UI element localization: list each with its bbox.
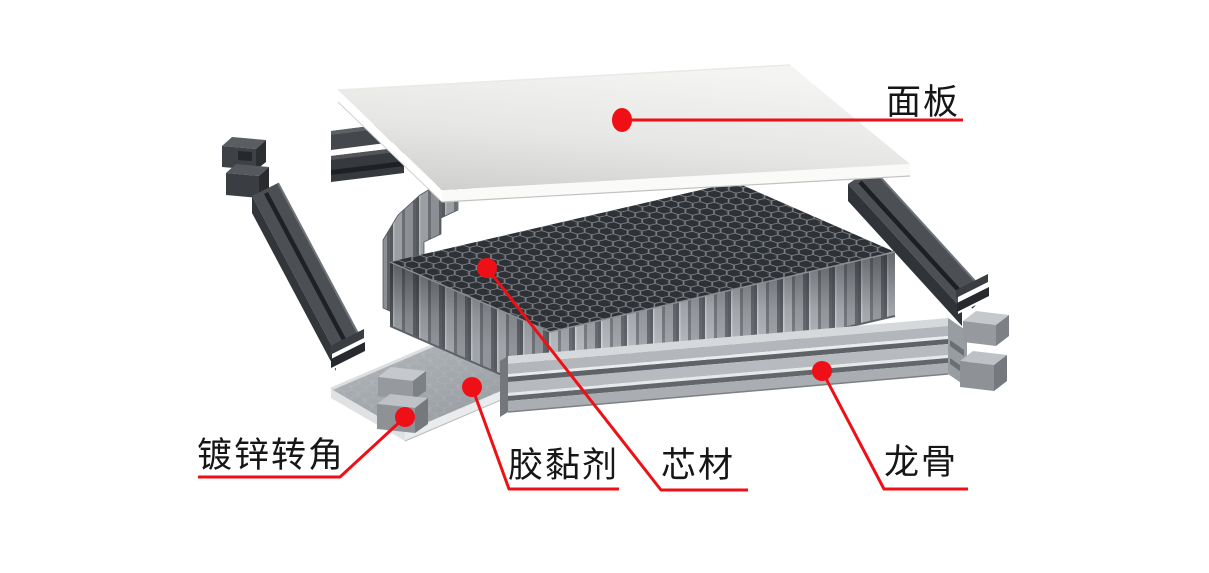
left-keel-rail (252, 182, 368, 371)
callout-dot-adhesive (462, 377, 482, 397)
callout-galvanized-corner (198, 407, 415, 479)
right-keel-rail (848, 167, 990, 326)
callout-keel (812, 361, 968, 491)
corner-bracket-top-left (222, 137, 269, 198)
callout-dot-core (477, 258, 497, 278)
callout-core (477, 258, 748, 492)
callout-adhesive (462, 377, 619, 491)
corner-bracket-right (960, 311, 1009, 391)
label-core-material: 芯材 (661, 446, 736, 485)
callout-panel (612, 108, 963, 132)
front-keel-rail (500, 318, 967, 417)
label-adhesive: 胶黏剂 (508, 446, 620, 485)
label-keel: 龙骨 (884, 443, 959, 482)
callouts (198, 108, 968, 492)
face-panel (337, 64, 911, 203)
callout-dot-corner (395, 407, 415, 427)
label-face-panel: 面板 (886, 83, 961, 122)
label-galvanized-corner: 镀锌转角 (197, 436, 346, 475)
callout-dot-keel (812, 361, 832, 381)
callout-dot-panel (612, 108, 632, 132)
